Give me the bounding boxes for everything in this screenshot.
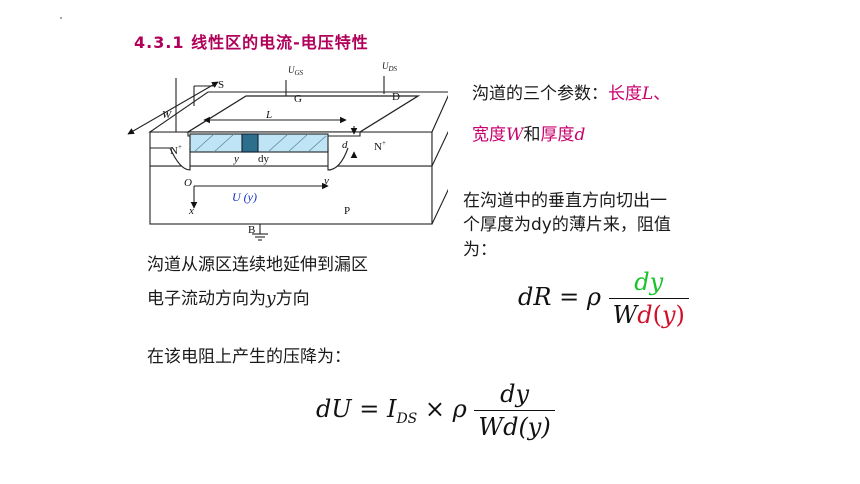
slice-text-line2: 个厚度为dy的薄片来，阻值 (463, 215, 671, 235)
channel-params-line1: 沟道的三个参数：长度L、 (472, 83, 670, 105)
label-d: D (392, 91, 400, 103)
substrate-front (149, 165, 433, 225)
slice-text-line3: 为： (463, 240, 497, 260)
label-n-plus-right: N+ (374, 139, 386, 153)
eq1-lhs: dR (518, 283, 552, 311)
flow-symbol: y (266, 289, 276, 309)
eq2-lhs: dU (316, 395, 352, 423)
channel-desc-line2: 电子流动方向为y方向 (147, 288, 310, 310)
params-prefix: 沟道的三个参数： (472, 84, 608, 104)
width-symbol: W (506, 125, 524, 145)
eq1-den-d: d (637, 301, 653, 329)
decorative-dot (60, 17, 62, 19)
eq1-den-w: W (612, 301, 638, 329)
eq2-rho: ρ (452, 395, 467, 423)
label-origin: O (184, 177, 192, 189)
eq2-numerator: dy (500, 380, 530, 408)
eq2-equals: = (351, 395, 387, 423)
channel-desc-line1: 沟道从源区连续地延伸到漏区 (147, 255, 368, 275)
eq2-times: × (417, 395, 453, 423)
equation-dr: dR = ρ dy Wd(y) (518, 268, 689, 329)
eq2-current: I (386, 395, 397, 423)
eq1-den-y: y (661, 301, 676, 329)
thickness-label: 厚度 (540, 125, 575, 145)
eq1-rho: ρ (586, 283, 601, 311)
eq1-fraction: dy Wd(y) (608, 268, 689, 329)
params-and: 和 (523, 125, 541, 145)
section-title: 4.3.1 线性区的电流-电压特性 (134, 33, 369, 52)
eq2-current-sub: DS (396, 410, 418, 427)
label-x-axis: x (188, 205, 194, 217)
n-plus-right-region (327, 147, 349, 171)
label-l: L (265, 109, 272, 121)
eq1-denominator: Wd(y) (608, 298, 689, 329)
flow-prefix: 电子流动方向为 (147, 289, 266, 309)
equation-du: dU = IDS × ρ dy Wd(y) (316, 380, 555, 441)
label-uds: UDS (382, 61, 398, 73)
length-label: 长度 (608, 84, 642, 104)
label-b: B (248, 224, 255, 236)
eq1-den-lparen: ( (652, 301, 662, 329)
width-label: 宽度 (472, 125, 506, 145)
length-symbol: L (642, 84, 654, 104)
mosfet-diagram: S G D B P UGS UDS W L d y dy N+ N+ O y x… (127, 61, 448, 241)
label-u-y: U (y) (232, 190, 257, 204)
flow-suffix: 方向 (275, 289, 310, 309)
eq1-equals: = (551, 283, 587, 311)
eq1-den-rparen: ) (675, 301, 685, 329)
n-plus-left-region (150, 147, 191, 171)
label-y-axis: y (323, 175, 329, 187)
dy-slice (241, 133, 259, 153)
label-n-plus-left: N+ (170, 143, 182, 157)
slice-text-line1: 在沟道中的垂直方向切出一 (463, 191, 667, 211)
label-p: P (344, 205, 350, 217)
label-y-channel: y (233, 153, 239, 165)
block-right-side (431, 95, 448, 225)
eq2-denominator: Wd(y) (474, 410, 555, 441)
label-d-thickness: d (342, 139, 348, 151)
params-separator: 、 (653, 84, 671, 104)
channel-params-line2: 宽度W和厚度d (472, 124, 585, 146)
label-ugs: UGS (288, 65, 304, 77)
thickness-symbol: d (574, 125, 586, 145)
label-s: S (218, 79, 224, 91)
label-w: W (162, 109, 172, 121)
voltage-drop-text: 在该电阻上产生的压降为： (147, 347, 351, 367)
eq1-numerator: dy (634, 268, 664, 296)
eq2-fraction: dy Wd(y) (474, 380, 555, 441)
label-g: G (294, 93, 302, 105)
label-dy: dy (258, 153, 270, 165)
